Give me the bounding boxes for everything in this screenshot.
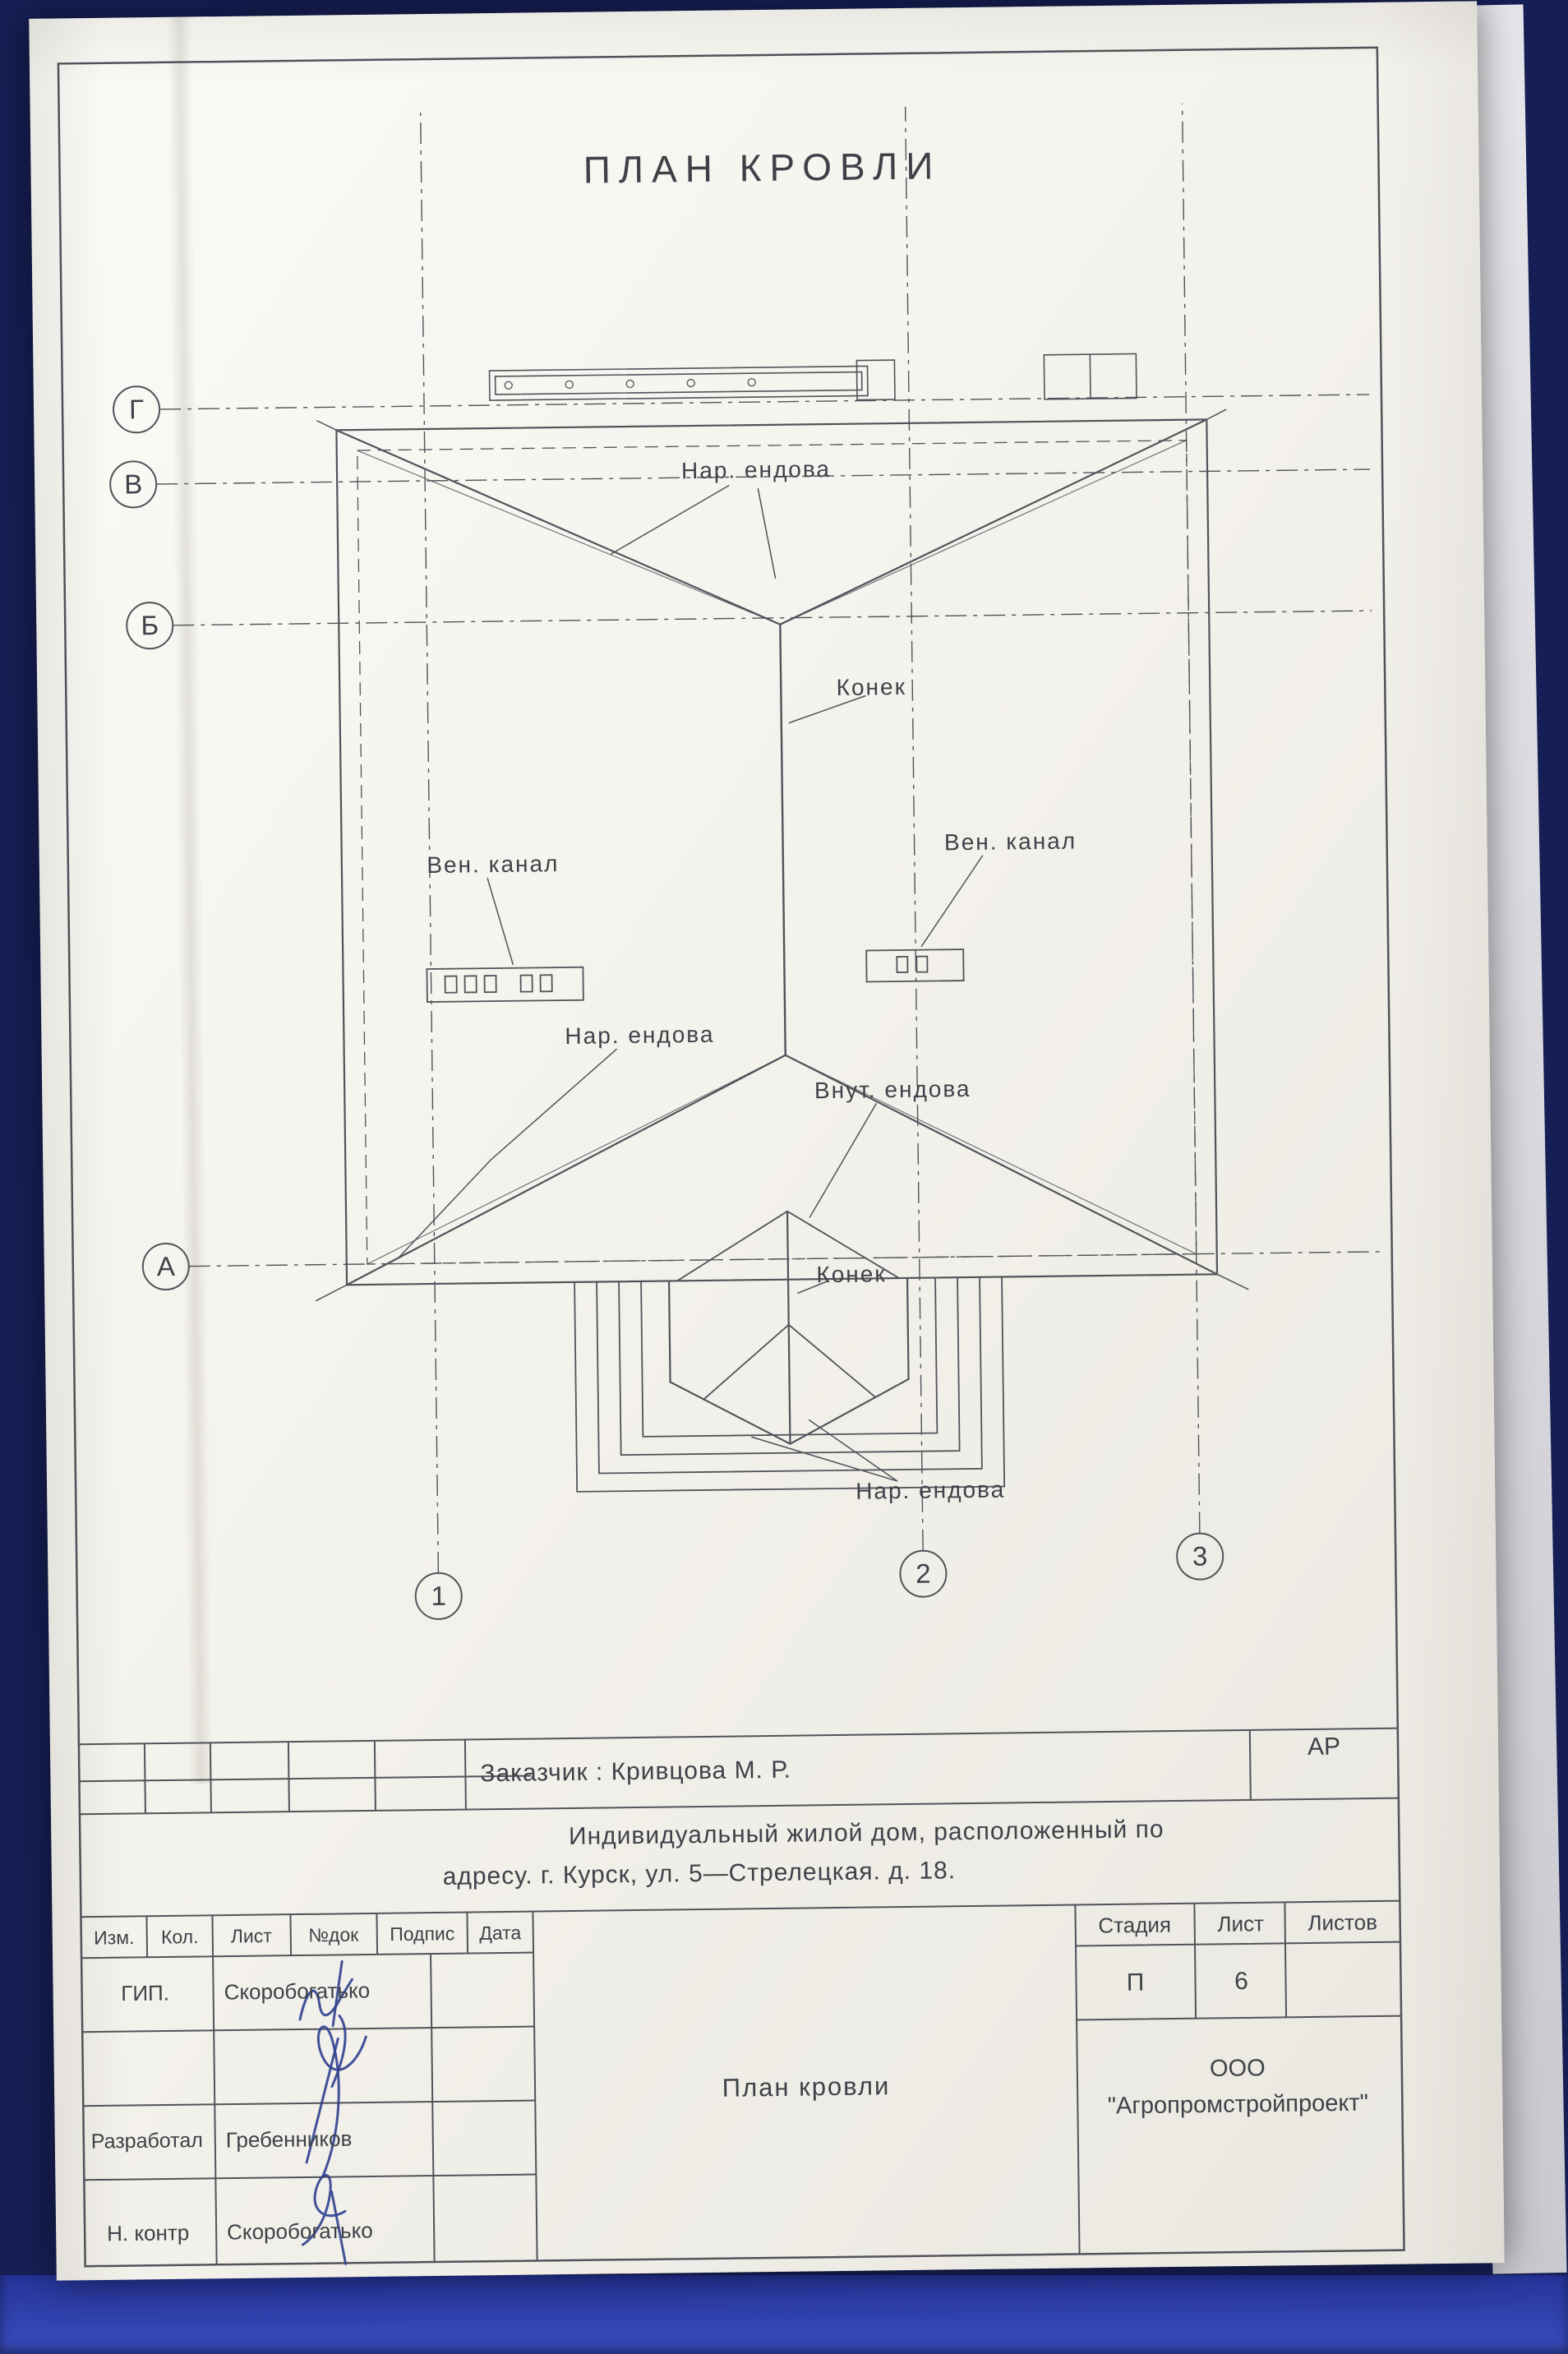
role-developer: Разработал (90, 2128, 204, 2153)
axis-col-2: 2 (915, 1558, 931, 1589)
leader-lines (399, 484, 984, 1482)
label-nar-endova-top: Нар. ендова (680, 455, 832, 484)
label-nar-endova-mid: Нар. ендова (565, 1021, 715, 1049)
drawing-frame (57, 46, 1405, 2268)
label-ven-kanal-left: Вен. канал (427, 851, 560, 879)
drawing-title: ПЛАН КРОВЛИ (583, 144, 942, 192)
name-gip: Скоробогатько (224, 1978, 371, 2005)
axis-row-a: А (156, 1250, 176, 1282)
axis-col-3: 3 (1192, 1540, 1208, 1572)
label-nar-endova-bottom: Нар. ендова (855, 1476, 1006, 1504)
axis-grid-lines (156, 103, 1380, 1573)
name-developer: Гребенников (225, 2126, 353, 2153)
header-izm: Изм. (93, 1926, 135, 1949)
main-roof-outline (315, 408, 1249, 1302)
axis-row-b: Б (141, 609, 159, 641)
header-kol: Кол. (160, 1926, 199, 1948)
header-data: Дата (479, 1922, 522, 1944)
drawing-name: План кровли (722, 2071, 891, 2102)
header-list: Лист (230, 1924, 272, 1947)
vent-channels (426, 949, 965, 1003)
role-ncontrol: Н. контр (106, 2220, 190, 2246)
label-konek-main: Конек (836, 673, 907, 700)
label-vnut-endova: Внут. ендова (814, 1075, 971, 1104)
company-line1: ООО (1209, 2055, 1266, 2082)
header-stadia: Стадия (1098, 1912, 1172, 1938)
blue-table-surface (0, 2275, 1568, 2354)
title-block-grid (78, 1727, 1402, 2265)
label-ven-kanal-right: Вен. канал (943, 828, 1077, 856)
company-line2: "Агропромстройпроект" (1107, 2089, 1369, 2120)
name-ncontrol: Скоробогатько (226, 2218, 373, 2245)
paper-sheet: ПЛАН КРОВЛИ Г В Б А 1 2 3 Нар. ендова Ко… (29, 1, 1505, 2281)
header-sheet: Лист (1217, 1911, 1265, 1936)
axis-row-v: В (123, 468, 143, 500)
header-podpis: Подпис (390, 1922, 455, 1946)
axis-row-g: Г (128, 394, 145, 425)
handwritten-signatures (298, 1959, 367, 2265)
customer-line: Заказчик : Кривцова М. Р. (480, 1756, 792, 1788)
sheet-value: 6 (1234, 1967, 1249, 1996)
axis-col-1: 1 (431, 1580, 447, 1612)
header-sheets: Листов (1307, 1909, 1378, 1936)
stage-mark: АР (1307, 1733, 1341, 1761)
role-gip: ГИП. (121, 1980, 170, 2006)
axis-circles (109, 385, 1224, 1620)
porch-roof (574, 1210, 1006, 1493)
stage-value: П (1126, 1969, 1145, 1996)
label-konek-porch: Конек (816, 1261, 887, 1288)
drawing-linework (57, 46, 1405, 2268)
header-ndok: №док (308, 1923, 359, 1946)
parapet-detail (488, 353, 1137, 401)
